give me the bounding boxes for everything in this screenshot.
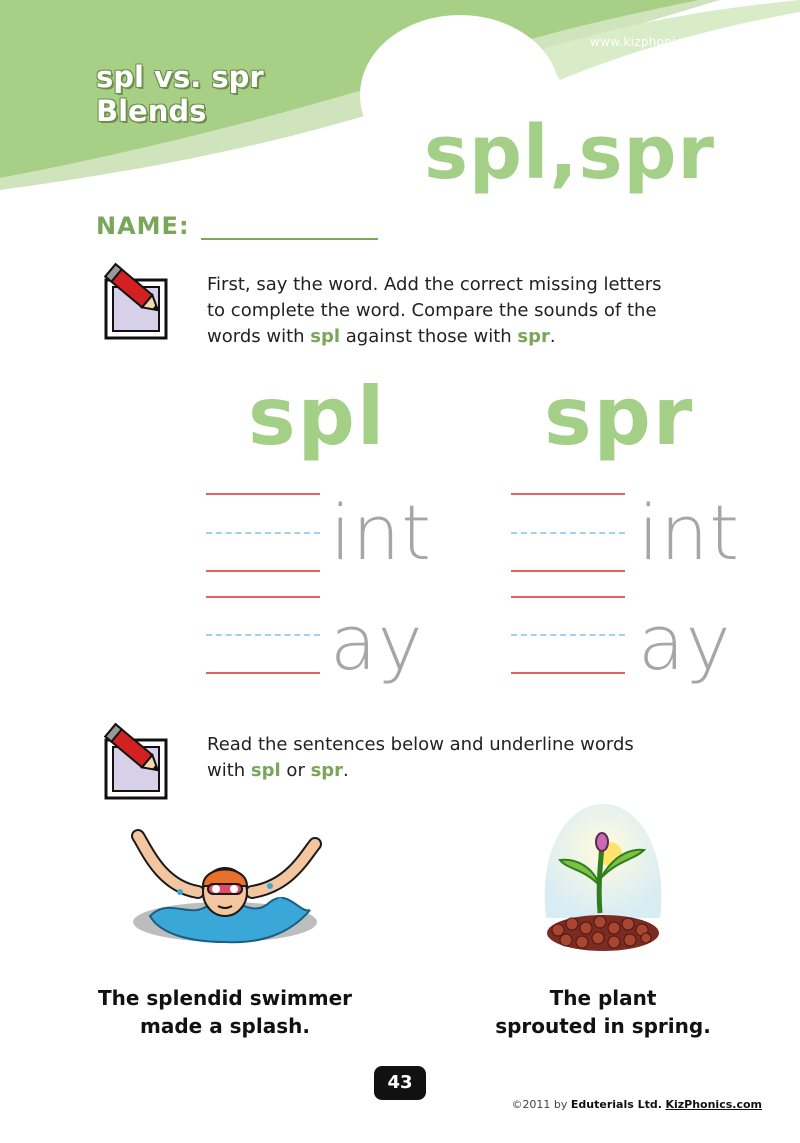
sentence-line: The splendid swimmer [97,986,353,1010]
text: . [343,760,349,781]
header-banner [0,0,800,190]
instruction-line: Read the sentences below and underline w… [207,734,634,755]
pencil-checkbox-icon [103,262,168,340]
word-ending: int [330,488,433,577]
swimmer-splash-illustration [131,829,322,944]
copyright-text: ©2011 by [511,1098,571,1111]
writing-line-mid [206,532,320,534]
footer-site-link[interactable]: KizPhonics.com [665,1098,762,1111]
instruction-line: to complete the word. Compare the sounds… [207,300,657,321]
word-ending: int [638,488,741,577]
highlight-spr: spr [517,326,550,347]
writing-line-top [206,596,320,598]
pencil-checkbox-icon [103,722,168,800]
writing-line-mid [206,634,320,636]
writing-line-top [511,596,625,598]
writing-line-base[interactable] [511,570,625,572]
column-heading-spl: spl [248,370,387,463]
text: words with [207,326,311,347]
worksheet-title: spl vs. spr Blends [96,60,264,128]
highlight-spl: spl [310,326,341,347]
copyright-footer: ©2011 by Eduterials Ltd. KizPhonics.com [480,1098,762,1111]
highlight-spl: spl [250,760,281,781]
column-heading-spr: spr [544,370,695,463]
name-label: NAME: [96,212,190,240]
word-ending: ay [638,598,732,687]
name-write-line[interactable] [201,238,378,240]
instruction-line: First, say the word. Add the correct mis… [207,274,662,295]
sprouting-plant-illustration [544,804,662,951]
text: with [207,760,251,781]
word-ending: ay [330,598,424,687]
instruction-line: with spl or spr. [207,758,727,784]
site-url: www.kizphonics.com [590,35,720,49]
sentence-line: The plant [549,986,657,1010]
sentence-swimmer: The splendid swimmer made a splash. [70,984,380,1040]
page-number: 43 [374,1066,426,1100]
writing-line-top [206,493,320,495]
highlight-spr: spr [310,760,344,781]
writing-line-base[interactable] [206,570,320,572]
exercise-2-instructions: Read the sentences below and underline w… [207,732,727,784]
writing-line-mid [511,532,625,534]
sentence-line: sprouted in spring. [495,1014,711,1038]
writing-line-mid [511,634,625,636]
sentence-plant: The plant sprouted in spring. [448,984,758,1040]
writing-line-base[interactable] [206,672,320,674]
blend-heading: spl,spr [424,110,716,196]
title-line-1: spl vs. spr [96,60,264,94]
instruction-line: words with spl against those with spr. [207,324,727,350]
writing-line-top [511,493,625,495]
writing-line-base[interactable] [511,672,625,674]
text: . [549,326,556,347]
title-line-2: Blends [96,94,207,128]
exercise-1-instructions: First, say the word. Add the correct mis… [207,272,727,350]
text: or [280,760,311,781]
company-name: Eduterials Ltd. [570,1098,662,1111]
text: against those with [340,326,518,347]
sentence-line: made a splash. [140,1014,310,1038]
